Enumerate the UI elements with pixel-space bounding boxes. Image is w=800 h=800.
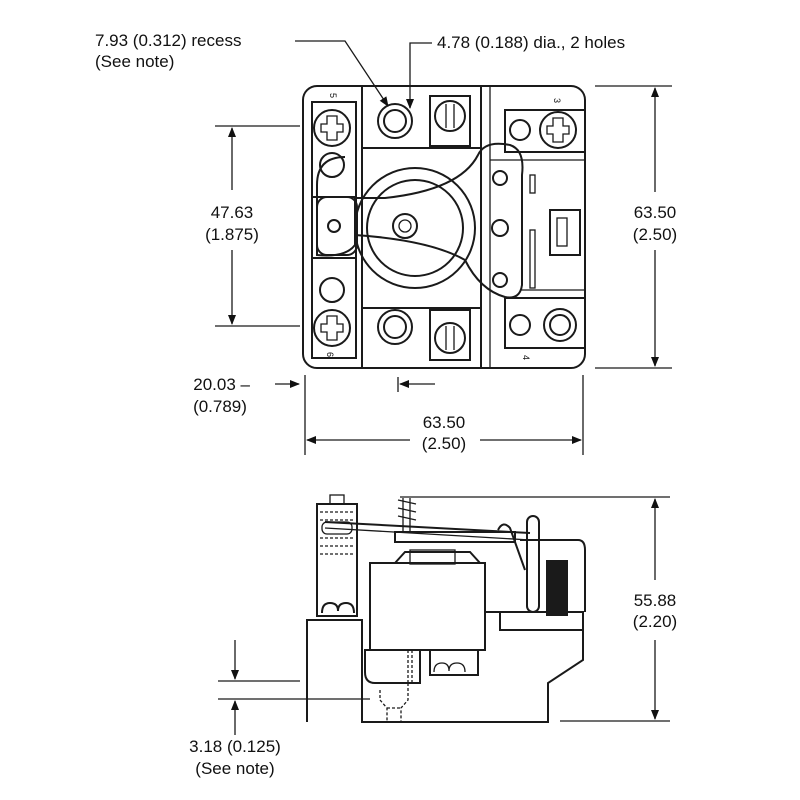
armature [316,142,524,299]
recess-leader [295,40,389,107]
holes-label: 4.78 (0.188) dia., 2 holes [437,33,625,52]
relay-outline-top [302,85,586,369]
terminal-number: 4 [521,355,531,360]
overall-width-mm: 63.50 [423,413,466,432]
side-view [306,494,586,723]
overall-height-mm: 63.50 [634,203,677,222]
height-dim-in: (1.875) [205,225,259,244]
screw-icon [313,309,351,347]
spring-icon [397,498,417,532]
screw-icon [313,109,351,147]
armature-arm [324,521,531,534]
coil-winding [546,560,568,616]
terminal-number: 5 [328,93,338,98]
terminal-post [316,503,358,617]
height-dim-mm: 47.63 [211,203,254,222]
recess-hole [377,103,413,139]
overall-height-in: (2.50) [633,225,677,244]
screw-icon [434,322,466,354]
top-view: 5 3 6 4 [302,85,586,369]
recess-label: 7.93 (0.312) recess [95,31,241,50]
offset-dim-in: (0.789) [193,397,247,416]
overall-width-in: (2.50) [422,434,466,453]
recess-note: (See note) [95,52,174,71]
relay-base [306,612,584,723]
side-height-in: (2.20) [633,612,677,631]
side-height-mm: 55.88 [634,591,677,610]
terminal-number: 3 [552,98,562,103]
recess-depth-label: 3.18 (0.125) [189,737,281,756]
coil-core [369,562,486,651]
screw-icon [539,111,577,149]
screw-icon [434,100,466,132]
holes-leader [406,42,432,109]
offset-dim-mm: 20.03 – [193,375,250,394]
terminal-number: 6 [325,352,335,357]
pivot [392,213,418,239]
recess-depth-note: (See note) [195,759,274,778]
